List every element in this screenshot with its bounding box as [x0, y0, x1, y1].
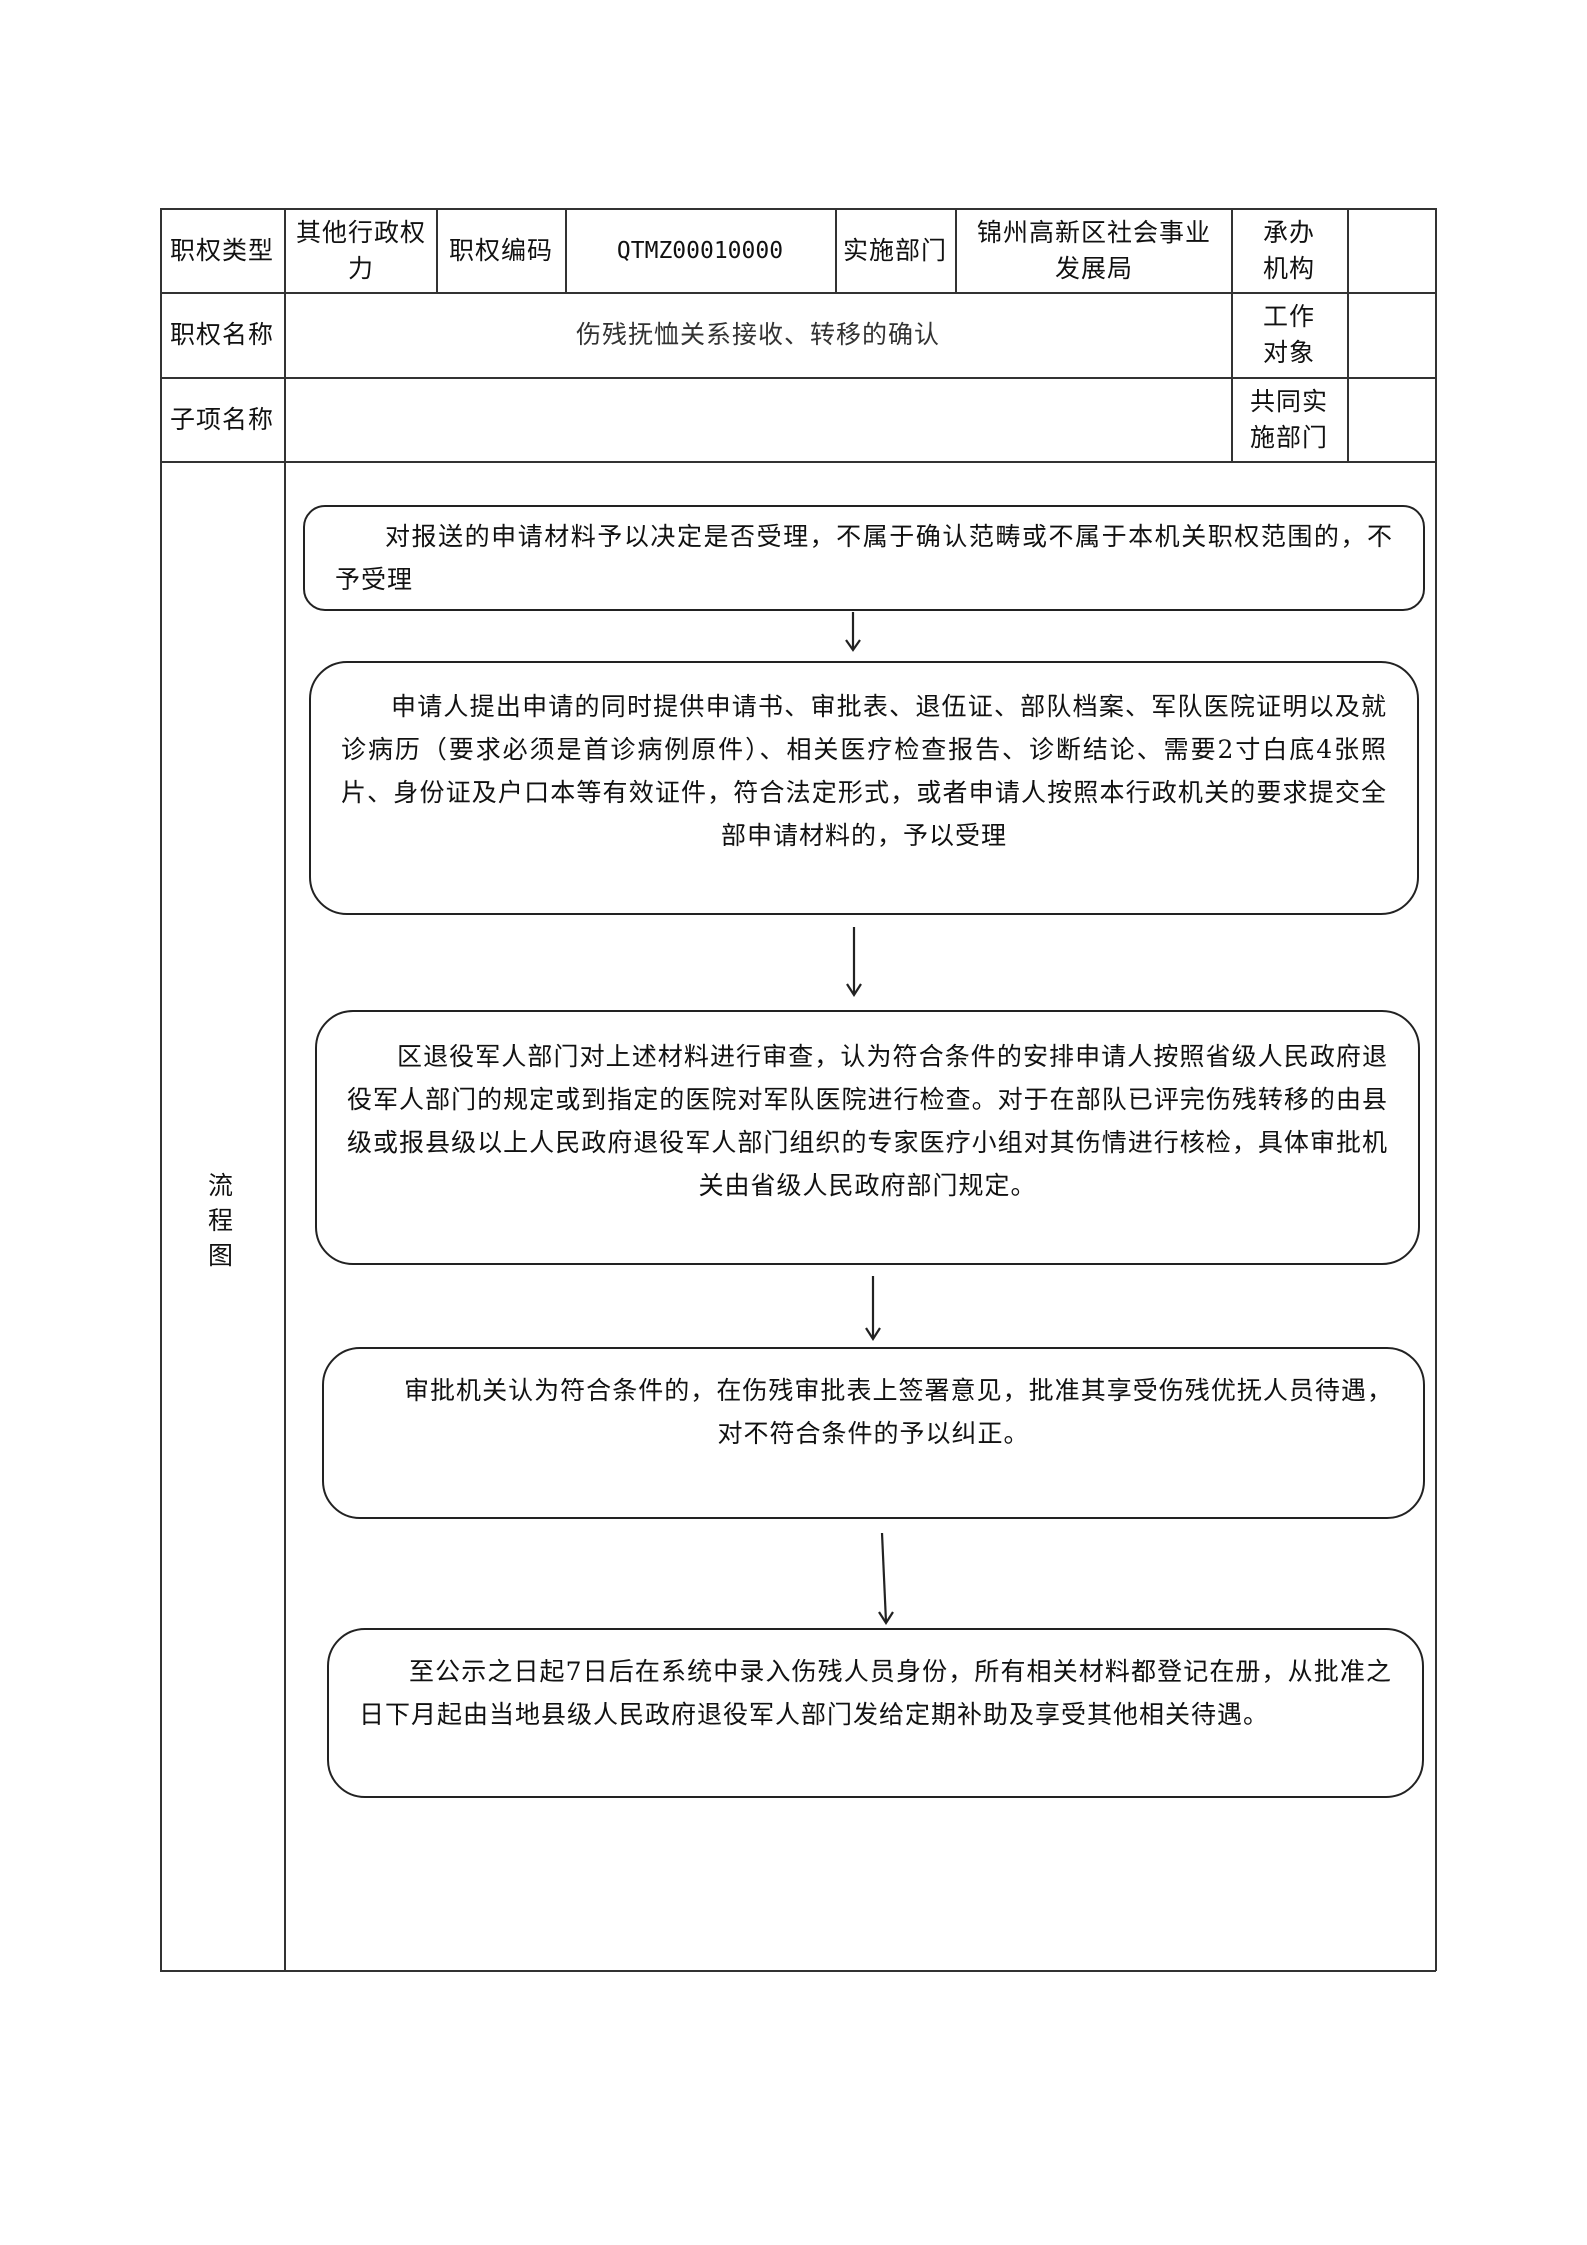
- table-col-divider-d: [835, 208, 837, 293]
- undertaker-value-cell: [1349, 210, 1433, 292]
- table-col-divider-b: [436, 208, 438, 293]
- flow-step-4: 审批机关认为符合条件的，在伤残审批表上签署意见，批准其享受伤残优抚人员待遇，对不…: [322, 1347, 1425, 1519]
- table-col-divider-c: [565, 208, 567, 293]
- table-border-left: [160, 208, 162, 1971]
- work-object-value-cell: [1349, 294, 1433, 376]
- power-type-value-cell: 其他行政权力: [292, 210, 430, 292]
- flow-step-3-text: 区退役军人部门对上述材料进行审查，认为符合条件的安排申请人按照省级人民政府退役军…: [347, 1042, 1388, 1200]
- table-border-right: [1435, 208, 1437, 1971]
- impl-dept-value: 锦州高新区社会事业发展局: [976, 218, 1211, 283]
- table-border-bottom: [160, 1970, 1436, 1972]
- power-type-value: 其他行政权力: [295, 218, 426, 283]
- flow-step-2-text: 申请人提出申请的同时提供申请书、审批表、退伍证、部队档案、军队医院证明以及就诊病…: [341, 692, 1387, 850]
- joint-dept-label-cell: 共同实施部门: [1244, 379, 1334, 461]
- sub-item-label: 子项名称: [169, 405, 274, 434]
- undertaker-label: 承办机构: [1262, 218, 1315, 283]
- table-col-divider-f: [1231, 208, 1233, 462]
- power-code-value: QTMZ00010000: [616, 238, 784, 264]
- flow-step-5-text: 至公示之日起7日后在系统中录入伤残人员身份，所有相关材料都登记在册，从批准之日下…: [359, 1657, 1392, 1729]
- flow-step-1-text: 对报送的申请材料予以决定是否受理，不属于确认范畴或不属于本机关职权范围的，不予受…: [335, 522, 1393, 594]
- joint-dept-value-cell: [1349, 379, 1433, 461]
- flow-arrow-3: [865, 1276, 881, 1342]
- power-name-value: 伤残抚恤关系接收、转移的确认: [575, 320, 940, 349]
- flow-step-2: 申请人提出申请的同时提供申请书、审批表、退伍证、部队档案、军队医院证明以及就诊病…: [309, 661, 1419, 915]
- table-border-top: [160, 208, 1436, 210]
- power-code-label-cell: 职权编码: [446, 210, 556, 292]
- table-col-divider-e: [955, 208, 957, 293]
- flow-step-5: 至公示之日起7日后在系统中录入伤残人员身份，所有相关材料都登记在册，从批准之日下…: [327, 1628, 1424, 1798]
- table-row-divider-3: [160, 461, 1436, 463]
- power-code-label: 职权编码: [448, 236, 553, 265]
- undertaker-label-cell: 承办机构: [1251, 210, 1327, 292]
- power-code-value-cell: QTMZ00010000: [567, 210, 833, 292]
- power-type-label-cell: 职权类型: [166, 210, 278, 292]
- impl-dept-value-cell: 锦州高新区社会事业发展局: [968, 210, 1220, 292]
- work-object-label-cell: 工作对象: [1251, 294, 1327, 376]
- table-row-divider-2: [160, 377, 1436, 379]
- table-col-divider-g: [1347, 208, 1349, 462]
- power-name-label: 职权名称: [169, 320, 274, 349]
- flow-step-3: 区退役军人部门对上述材料进行审查，认为符合条件的安排申请人按照省级人民政府退役军…: [315, 1010, 1420, 1265]
- flow-arrow-4: [878, 1532, 894, 1626]
- impl-dept-label: 实施部门: [843, 236, 948, 265]
- power-type-label: 职权类型: [169, 236, 274, 265]
- flow-step-4-text: 审批机关认为符合条件的，在伤残审批表上签署意见，批准其享受伤残优抚人员待遇，对不…: [404, 1376, 1393, 1448]
- sub-item-label-cell: 子项名称: [166, 379, 278, 461]
- joint-dept-label: 共同实施部门: [1249, 387, 1328, 452]
- table-row-divider-1: [160, 292, 1436, 294]
- impl-dept-label-cell: 实施部门: [843, 210, 947, 292]
- flow-arrow-1: [845, 612, 861, 652]
- flow-arrow-2: [846, 927, 862, 998]
- table-col-divider-a: [284, 208, 286, 1971]
- flowchart-label: 流程图: [207, 1170, 234, 1270]
- flowchart-label-cell: 流程图: [196, 1160, 246, 1280]
- flow-step-1: 对报送的申请材料予以决定是否受理，不属于确认范畴或不属于本机关职权范围的，不予受…: [303, 505, 1425, 611]
- power-name-label-cell: 职权名称: [166, 294, 278, 376]
- work-object-label: 工作对象: [1262, 302, 1315, 367]
- power-name-value-cell: 伤残抚恤关系接收、转移的确认: [286, 294, 1230, 376]
- sub-item-value-cell: [286, 379, 1230, 461]
